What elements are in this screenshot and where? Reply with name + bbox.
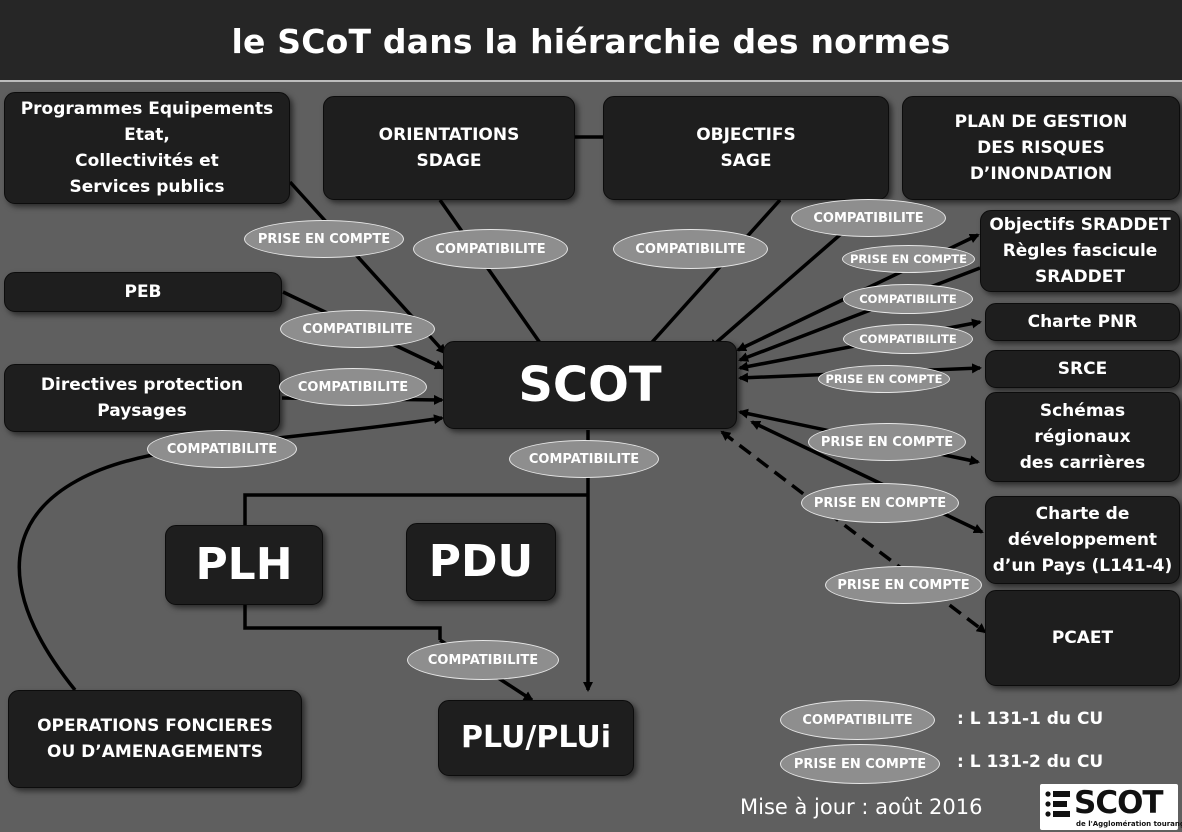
box-pdu: PDU <box>406 523 556 601</box>
label-compatibilite-orientations: COMPATIBILITE <box>413 229 568 269</box>
label-prise-en-compte-sraddet: PRISE EN COMPTE <box>842 245 975 273</box>
legend-prise-en-compte-ref: : L 131-2 du CU <box>957 752 1104 772</box>
scot-logo-text: SCOT <box>1074 785 1164 821</box>
label-compatibilite-directives: COMPATIBILITE <box>279 368 427 406</box>
label-compatibilite-pgri: COMPATIBILITE <box>791 199 946 237</box>
box-directives-paysages: Directives protection Paysages <box>4 364 280 432</box>
scot-logo: SCOT de l'Agglomération tourangelle <box>1040 784 1182 830</box>
label-prise-en-compte-programmes: PRISE EN COMPTE <box>244 220 404 258</box>
label-compatibilite-pnr: COMPATIBILITE <box>843 324 973 354</box>
box-plh: PLH <box>165 525 323 605</box>
legend-prise-en-compte: PRISE EN COMPTE <box>780 744 940 784</box>
box-scot: SCOT <box>443 341 737 429</box>
label-compatibilite-peb: COMPATIBILITE <box>280 310 435 348</box>
box-programmes-equipements: Programmes Equipements Etat, Collectivit… <box>4 92 290 204</box>
update-date: Mise à jour : août 2016 <box>740 795 983 819</box>
scot-logo-icon <box>1045 791 1070 817</box>
label-compatibilite-scot-bas: COMPATIBILITE <box>509 440 659 478</box>
label-prise-en-compte-srce: PRISE EN COMPTE <box>818 365 950 393</box>
scot-logo-subtitle: de l'Agglomération tourangelle <box>1076 820 1182 828</box>
box-objectifs-sage: OBJECTIFS SAGE <box>603 96 889 200</box>
page-title: le SCoT dans la hiérarchie des normes <box>0 0 1182 82</box>
arrow-sage-scot <box>643 198 782 352</box>
arrow-scot-pcaet-dashed <box>720 430 987 634</box>
label-compatibilite-plu: COMPATIBILITE <box>407 640 559 680</box>
box-plu-plui: PLU/PLUi <box>438 700 634 776</box>
label-prise-en-compte-pays: PRISE EN COMPTE <box>801 483 959 523</box>
box-plan-gestion-risques: PLAN DE GESTION DES RISQUES D’INONDATION <box>902 96 1180 200</box>
arrow-orientations-scot <box>438 198 547 352</box>
label-compatibilite-operations: COMPATIBILITE <box>147 430 297 468</box>
arrow-operations-scot <box>17 414 444 692</box>
box-charte-pnr: Charte PNR <box>985 303 1180 341</box>
box-sraddet: Objectifs SRADDET Règles fascicule SRADD… <box>980 210 1180 292</box>
box-srce: SRCE <box>985 350 1180 388</box>
box-charte-pays: Charte de développement d’un Pays (L141-… <box>985 496 1180 584</box>
box-pcaet: PCAET <box>985 590 1180 686</box>
label-prise-en-compte-carrieres: PRISE EN COMPTE <box>808 423 966 461</box>
legend-compatibilite-ref: : L 131-1 du CU <box>957 709 1104 729</box>
box-schemas-carrieres: Schémas régionaux des carrières <box>985 392 1180 482</box>
label-compatibilite-sraddet: COMPATIBILITE <box>843 284 973 314</box>
box-operations-foncieres: OPERATIONS FONCIERES OU D’AMENAGEMENTS <box>8 690 302 788</box>
label-compatibilite-sage: COMPATIBILITE <box>613 229 768 269</box>
box-orientations-sdage: ORIENTATIONS SDAGE <box>323 96 575 200</box>
box-peb: PEB <box>4 272 282 312</box>
bracket-plh-pdu <box>243 493 588 640</box>
label-prise-en-compte-pcaet: PRISE EN COMPTE <box>825 566 982 604</box>
legend-compatibilite: COMPATIBILITE <box>780 700 935 740</box>
